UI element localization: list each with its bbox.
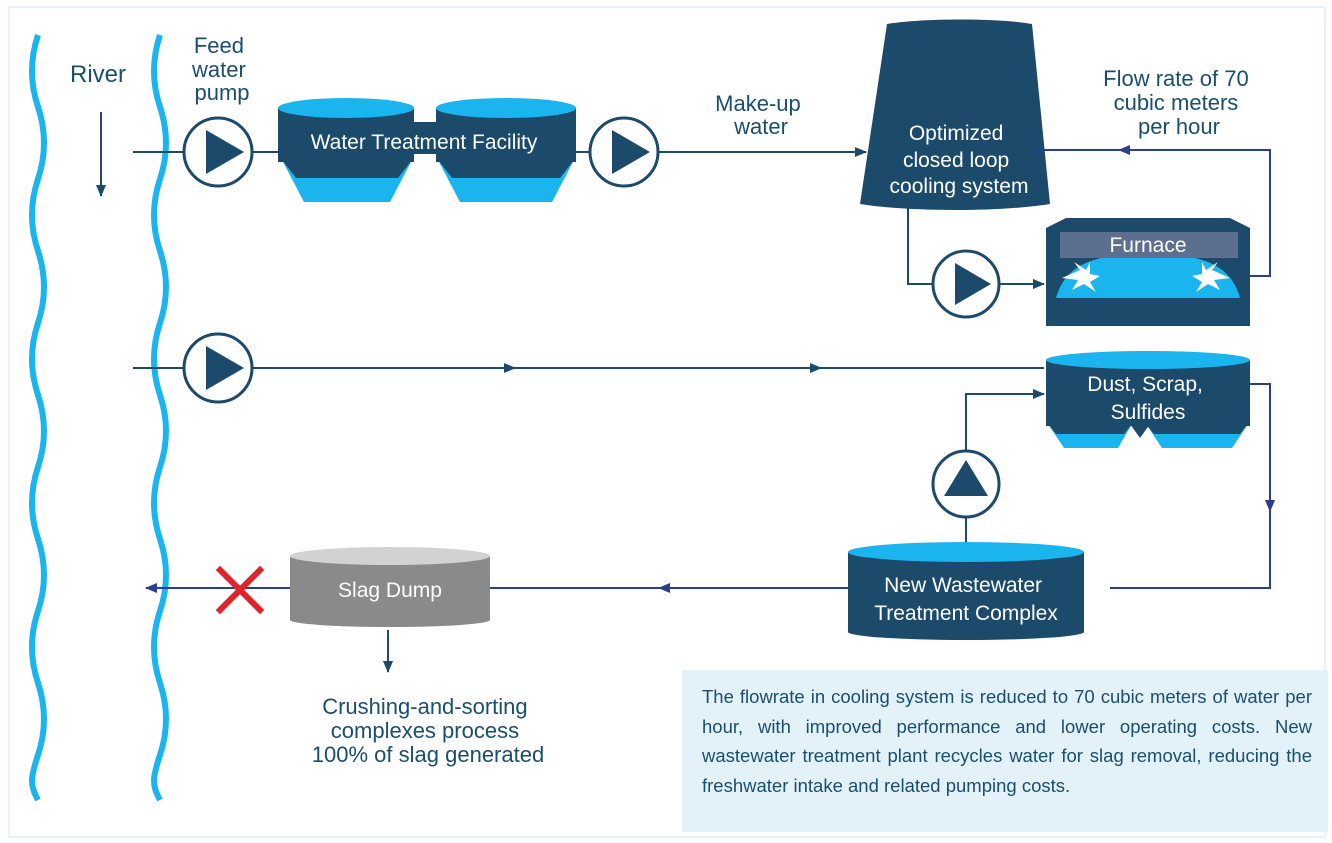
diagram-frame bbox=[8, 6, 1326, 838]
pump-icon bbox=[931, 449, 1001, 519]
water-treatment-facility bbox=[278, 98, 576, 202]
pump-icon bbox=[931, 249, 1001, 319]
furnace-label: Furnace bbox=[1109, 234, 1186, 257]
furnace bbox=[1046, 218, 1250, 326]
water-treatment-label: Water Treatment Facility bbox=[311, 131, 538, 154]
feed-pump-label: Feed water pump bbox=[191, 33, 252, 105]
dust-to-wastewater-line bbox=[1110, 383, 1271, 589]
wastewater-complex-label: New Wastewater Treatment Complex bbox=[874, 574, 1058, 625]
cooling-system-label: Optimized closed loop cooling system bbox=[890, 122, 1029, 198]
blocked-x-icon bbox=[215, 565, 265, 615]
slag-dump bbox=[290, 547, 490, 627]
dust-scrap-tank bbox=[1046, 351, 1250, 448]
wastewater-treatment-complex bbox=[848, 542, 1084, 640]
flame-icon bbox=[1192, 262, 1230, 292]
pump-icon bbox=[182, 332, 254, 404]
river-banks bbox=[29, 34, 169, 802]
pump-icon bbox=[182, 116, 254, 188]
recycle-line-upper bbox=[965, 389, 1045, 452]
river-label: River bbox=[70, 61, 126, 88]
flow-arrowhead bbox=[1265, 500, 1275, 512]
slag-dump-label: Slag Dump bbox=[338, 579, 442, 602]
pump-icon bbox=[588, 116, 660, 188]
info-note: The flowrate in cooling system is reduce… bbox=[682, 670, 1328, 832]
makeup-water-label: Make-up water bbox=[715, 91, 807, 139]
dust-scrap-label: Dust, Scrap, Sulfides bbox=[1087, 373, 1208, 424]
flow-arrowhead bbox=[504, 363, 516, 373]
cooling-to-furnace-line bbox=[907, 208, 936, 285]
river-left-bank bbox=[29, 34, 47, 802]
flow-arrowhead bbox=[658, 583, 670, 593]
flow-rate-label: Flow rate of 70 cubic meters per hour bbox=[1103, 66, 1255, 139]
flame-icon bbox=[1062, 262, 1100, 292]
cooling-tower bbox=[860, 19, 1050, 210]
crushing-label: Crushing-and-sorting complexes process 1… bbox=[312, 694, 544, 767]
river-right-bank bbox=[151, 34, 169, 802]
cooling-return-line bbox=[1034, 149, 1271, 277]
flow-arrowhead bbox=[1118, 145, 1130, 155]
flow-arrowhead bbox=[810, 363, 822, 373]
